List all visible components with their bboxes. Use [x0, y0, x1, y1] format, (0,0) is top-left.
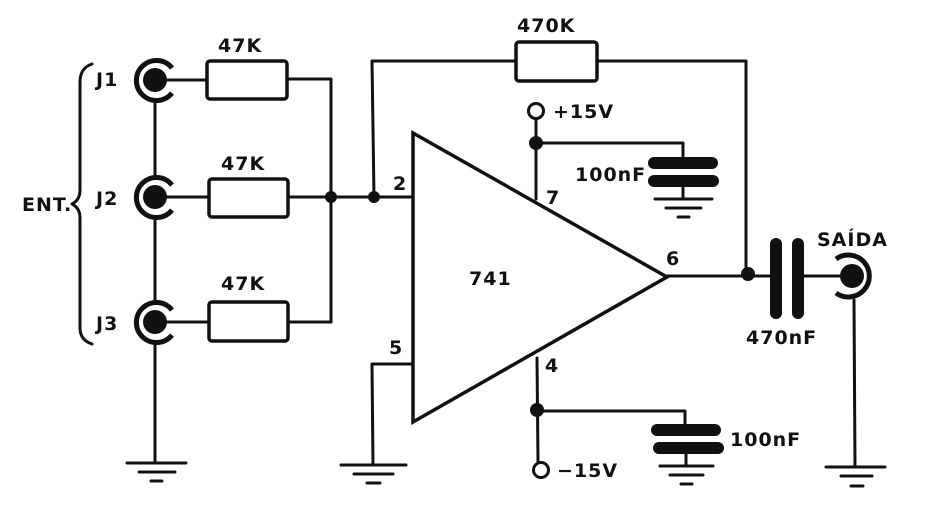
connector-label-j1: J1	[94, 69, 118, 91]
pin-label-6: 6	[666, 248, 679, 270]
connector-label-j3: J3	[94, 313, 118, 335]
opamp-label: 741	[469, 268, 512, 290]
junction-dot	[325, 191, 337, 203]
pin-label-7: 7	[546, 187, 559, 209]
wire-supply-cap-neg	[535, 409, 687, 430]
resistor-feedback	[514, 40, 599, 83]
resistor-r1	[205, 59, 289, 101]
connector-j3	[133, 300, 174, 345]
wire-feedback-right	[595, 59, 748, 275]
jack-center-icon	[143, 310, 167, 334]
supply-terminal-positive	[527, 102, 545, 120]
connector-label-j2: J2	[94, 188, 118, 210]
jack-center-icon	[143, 185, 167, 209]
resistor-r1-label: 47K	[218, 35, 262, 57]
wire-supply-cap-pos	[534, 141, 685, 162]
wire-feedback-left	[370, 59, 518, 199]
wire-summing-bus	[285, 77, 333, 324]
resistor-feedback-label: 470K	[517, 15, 576, 37]
capacitor-neg-label: 100nF	[730, 429, 801, 451]
junction-dot	[741, 267, 755, 281]
capacitor-pos-label: 100nF	[575, 164, 646, 186]
connector-j1	[133, 58, 174, 103]
connector-j2	[133, 175, 174, 220]
supply-label-negative: −15V	[557, 460, 618, 482]
resistor-r3-label: 47K	[221, 273, 265, 295]
jack-center-icon	[840, 264, 864, 288]
ground-icon	[658, 464, 715, 486]
ground-icon	[824, 465, 887, 488]
input-group-label: ENT.	[22, 194, 72, 216]
wire-pin5-ground	[370, 362, 415, 467]
opamp-741	[411, 129, 671, 426]
ground-icon	[339, 463, 408, 485]
wire-output-ground	[852, 298, 857, 469]
resistor-r3	[207, 300, 290, 343]
supply-terminal-negative	[532, 461, 550, 479]
pin-label-4: 4	[545, 355, 558, 377]
capacitor-out-label: 470nF	[746, 327, 817, 349]
connector-output	[834, 252, 872, 300]
pin-label-5: 5	[389, 337, 402, 359]
pin-label-2: 2	[393, 173, 406, 195]
ground-icon	[125, 461, 188, 483]
supply-label-positive: +15V	[553, 101, 614, 123]
ground-icon	[653, 197, 714, 219]
jack-center-icon	[143, 68, 167, 92]
output-label: SAÍDA	[817, 228, 888, 251]
input-group-brace	[70, 62, 94, 346]
resistor-r2	[207, 177, 290, 219]
resistor-r2-label: 47K	[221, 153, 265, 175]
